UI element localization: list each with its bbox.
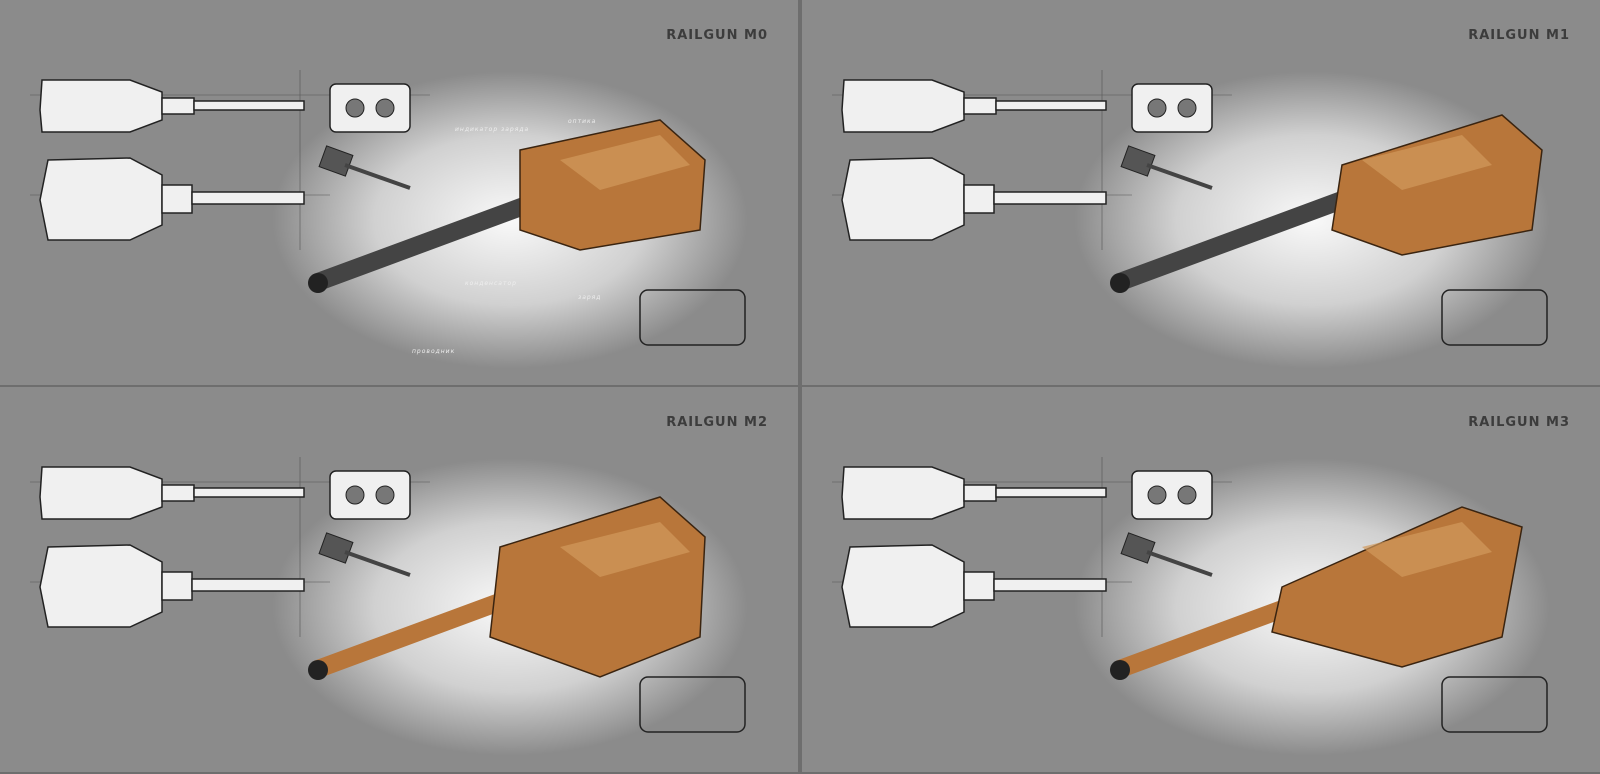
side-view-barrel [193,487,305,498]
side-view-body [39,79,163,133]
rear-sketch [1441,676,1548,733]
front-view-lens [1147,98,1167,118]
top-view-barrel [191,191,305,205]
front-view-lens [345,98,365,118]
side-view-barrel [995,487,1107,498]
panel-m1: RAILGUN M1 [802,0,1600,385]
side-view-barrel [193,100,305,111]
mini-sketch-barrel [1146,550,1213,577]
side-view-mount [161,97,195,115]
front-view [1131,83,1213,133]
top-view-barrel [191,578,305,592]
annotation: индикатор заряда [455,126,530,133]
annotation: конденсатор [465,280,517,287]
front-view-lens [1147,485,1167,505]
main-barrel [1111,191,1351,291]
top-view-body [39,544,163,628]
front-view-lens [1177,98,1197,118]
side-view-mount [161,484,195,502]
turret-highlight [1362,522,1492,577]
side-view-mount [963,97,997,115]
side-view-body [841,466,965,520]
turret-body [489,496,706,678]
panel-title: RAILGUN M1 [1468,28,1570,43]
annotation: оптика [568,118,597,125]
mini-sketch-barrel [344,550,411,577]
barrel-muzzle [1110,660,1130,680]
panel-title: RAILGUN M3 [1468,415,1570,430]
mini-sketch [318,532,354,564]
mini-sketch-barrel [1146,163,1213,190]
top-view-body [39,157,163,241]
front-view-lens [375,98,395,118]
turret-drawings [30,457,746,733]
top-view-mount [963,184,995,214]
mini-sketch [318,145,354,177]
front-view-lens [375,485,395,505]
panel-title: RAILGUN M0 [666,28,768,43]
barrel-muzzle [1110,273,1130,293]
front-view-lens [345,485,365,505]
turret-body [1331,114,1543,256]
turret-highlight [560,135,690,190]
turret-drawings [832,457,1548,733]
top-view-body [841,157,965,241]
front-view-lens [1177,485,1197,505]
mini-sketch [1120,532,1156,564]
panel-m0: RAILGUN M0 оптика индикатор заряда конде… [0,0,798,385]
annotation: проводник [412,348,456,355]
side-view-body [841,79,965,133]
turret-body [1271,506,1523,668]
barrel-muzzle [308,660,328,680]
side-view-barrel [995,100,1107,111]
front-view [329,470,411,520]
panel-m2: RAILGUN M2 [0,387,798,772]
turret-highlight [560,522,690,577]
front-view [1131,470,1213,520]
top-view-mount [963,571,995,601]
side-view-body [39,466,163,520]
top-view-body [841,544,965,628]
top-view-barrel [993,578,1107,592]
panel-m3: RAILGUN M3 [802,387,1600,772]
turret-drawings [30,70,746,346]
turret-highlight [1362,135,1492,190]
side-view-mount [963,484,997,502]
mini-sketch-barrel [344,163,411,190]
front-view [329,83,411,133]
panel-title: RAILGUN M2 [666,415,768,430]
rear-sketch [639,676,746,733]
mini-sketch [1120,145,1156,177]
top-view-barrel [993,191,1107,205]
main-barrel [309,191,549,291]
turret-drawings [832,70,1548,346]
rear-sketch [1441,289,1548,346]
barrel-muzzle [308,273,328,293]
rear-sketch [639,289,746,346]
annotation: заряд [578,294,602,301]
top-view-mount [161,184,193,214]
top-view-mount [161,571,193,601]
